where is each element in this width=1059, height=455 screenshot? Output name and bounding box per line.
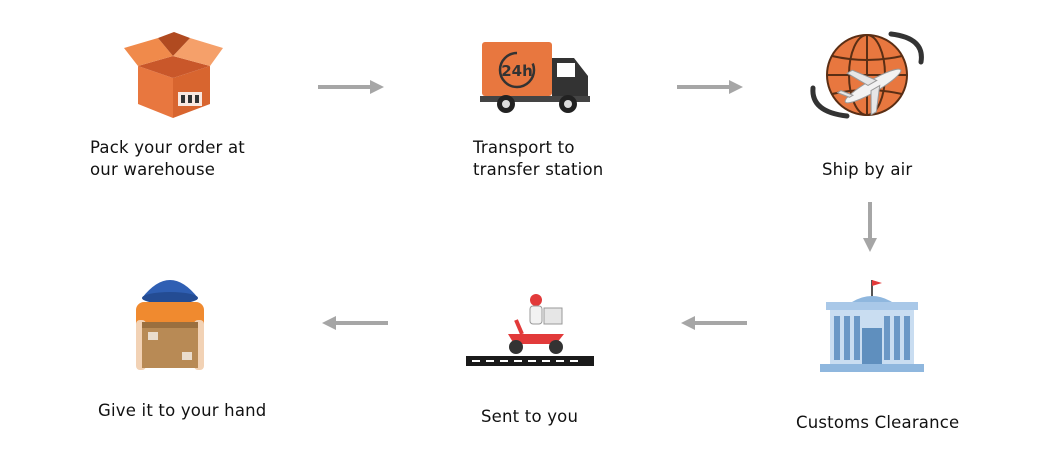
arrow-right-icon [677,79,745,95]
step-customs-line-1: Customs Clearance [796,412,959,434]
truck-24h-icon: 24h [478,38,593,120]
globe-airplane-icon [807,28,927,123]
box-icon [118,28,228,123]
step-sent-line-1: Sent to you [481,406,578,428]
step-pack-line-2: our warehouse [90,159,245,181]
customs-building-icon [812,276,932,376]
arrow-down-icon [862,202,878,254]
arrow-right-icon [318,79,386,95]
arrow-left-icon [320,315,388,331]
step-transport-line-2: transfer station [473,159,603,181]
step-transport-line-1: Transport to [473,137,603,159]
scooter-courier-icon [464,290,596,370]
truck-badge-text: 24h [501,62,533,80]
step-air-line-1: Ship by air [822,159,912,181]
arrow-left-icon [679,315,747,331]
step-hand-line-1: Give it to your hand [98,400,266,422]
step-pack-line-1: Pack your order at [90,137,245,159]
courier-with-package-icon [128,268,212,376]
